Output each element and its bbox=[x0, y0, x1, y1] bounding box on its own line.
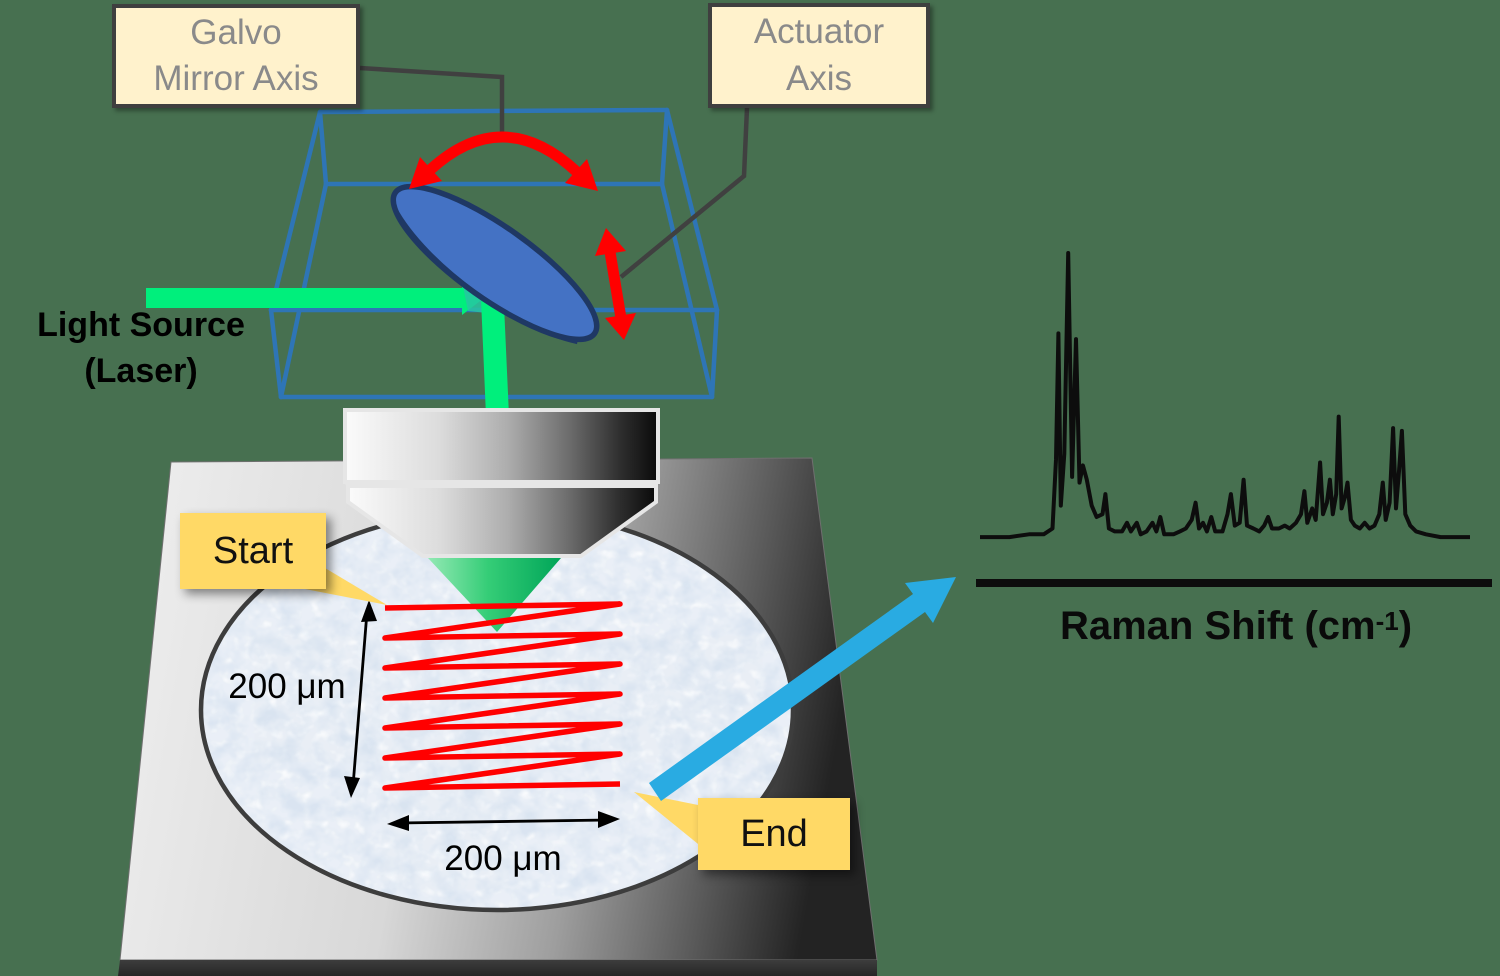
horizontal-dimension-arrow bbox=[387, 811, 620, 831]
galvo-rotation-arrow bbox=[409, 131, 598, 191]
start-callout: Start bbox=[180, 513, 326, 589]
actuator-label-line1: Actuator bbox=[753, 12, 885, 52]
galvo-label-line2: Mirror Axis bbox=[153, 59, 319, 98]
objective-lens bbox=[343, 408, 660, 558]
raman-axis-suffix: ) bbox=[1398, 604, 1413, 648]
focus-cone bbox=[428, 558, 561, 632]
actuator-motion-arrow bbox=[595, 228, 636, 340]
light-source-line1: Light Source bbox=[37, 306, 245, 344]
laser-beam-reflected bbox=[481, 299, 509, 416]
light-source-label: Light Source (Laser) bbox=[6, 303, 276, 395]
start-callout-text: Start bbox=[212, 529, 294, 572]
scan-width-label: 200 μm bbox=[428, 839, 578, 879]
end-callout: End bbox=[698, 798, 850, 870]
raman-axis-superscript: -1 bbox=[1375, 606, 1399, 636]
galvo-connector-line bbox=[359, 65, 505, 141]
actuator-axis-label: Actuator Axis bbox=[708, 3, 930, 108]
galvo-mirror-axis-label: Galvo Mirror Axis bbox=[112, 4, 360, 108]
scan-height-value: 200 μm bbox=[228, 667, 346, 706]
end-callout-tail bbox=[634, 792, 703, 848]
galvo-mirror bbox=[390, 183, 600, 345]
raman-axis-prefix: Raman Shift (cm bbox=[1059, 604, 1376, 648]
light-source-line2: (Laser) bbox=[84, 351, 198, 390]
scan-zigzag bbox=[382, 601, 623, 791]
scan-height-label: 200 μm bbox=[212, 667, 362, 707]
actuator-connector-line bbox=[619, 107, 750, 279]
stage-front-face bbox=[118, 960, 877, 976]
laser-beam-horizontal bbox=[146, 288, 462, 308]
actuator-label-line2: Axis bbox=[785, 58, 853, 98]
scan-width-value: 200 μm bbox=[444, 839, 562, 878]
end-callout-text: End bbox=[740, 812, 808, 855]
vertical-dimension-arrow bbox=[344, 600, 377, 798]
galvo-label-line1: Galvo bbox=[190, 12, 282, 52]
raman-shift-axis-label: Raman Shift (cm-1) bbox=[1016, 604, 1456, 649]
collection-arrow bbox=[649, 577, 956, 801]
raman-spectrum-trace bbox=[980, 251, 1470, 540]
